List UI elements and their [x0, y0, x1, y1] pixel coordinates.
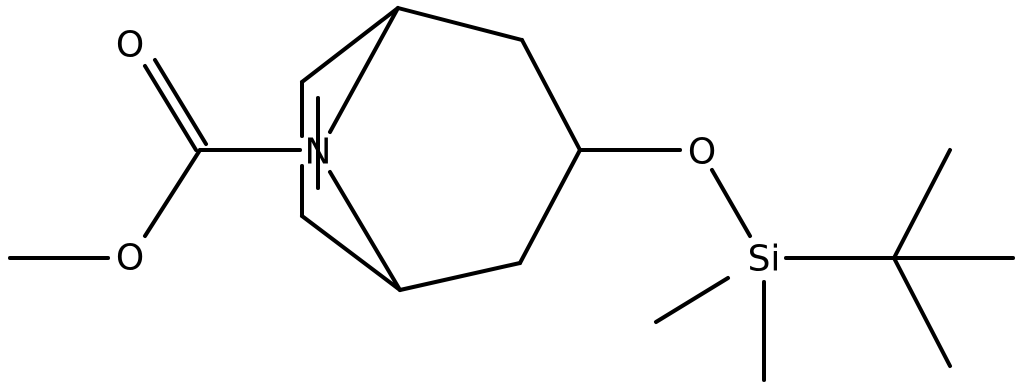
nitrogen-label: N — [305, 132, 332, 173]
bond-carbonyl-double-b — [153, 58, 208, 146]
bond-lower-bridge-bridgehead-bottom — [300, 214, 402, 292]
bond-bridgehead-top-upper-bridge — [300, 6, 400, 84]
bond-tert-butyl-methyl-bottom — [892, 256, 952, 368]
bond-silicon-methyl-left — [654, 276, 730, 324]
bond-carbonyl-double-a — [143, 64, 198, 152]
bonds — [8, 6, 1015, 382]
bond-ring-right-upper — [520, 38, 582, 152]
bond-tert-butyl-methyl-top — [892, 148, 952, 260]
atom-labels: O O N O Si — [116, 25, 781, 280]
bond-nitrogen-bridgehead-bottom — [328, 170, 402, 292]
ether-oxygen-label: O — [688, 132, 716, 173]
bond-ring-bottom — [398, 261, 522, 292]
carbonyl-oxygen-label: O — [116, 25, 144, 66]
bond-bridgehead-top-nitrogen — [328, 6, 400, 134]
silicon-label: Si — [748, 239, 781, 280]
bond-ether-oxygen-silicon — [710, 168, 752, 238]
bond-bridgehead-top-ring-right — [396, 6, 524, 42]
ester-oxygen-label: O — [116, 238, 144, 279]
bond-ring-right-lower — [518, 148, 582, 265]
bond-ester-oxygen-carbonyl-carbon — [143, 148, 202, 238]
